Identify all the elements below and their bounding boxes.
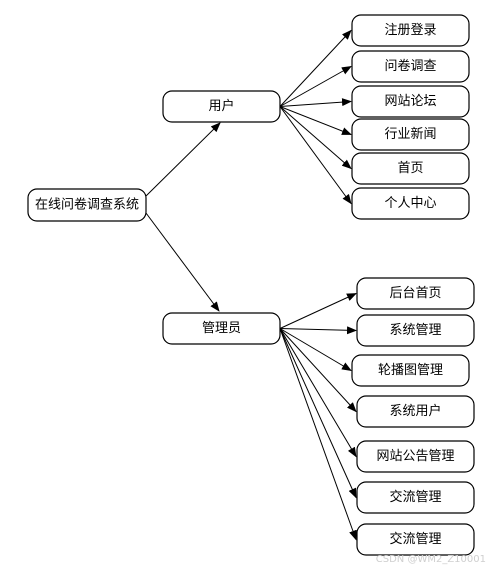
leaf-node-0-2-box bbox=[351, 85, 470, 118]
branch-node-1-box bbox=[162, 312, 281, 345]
edge-branch-1-child-2 bbox=[279, 328, 352, 372]
edges bbox=[145, 29, 357, 541]
leaf-node-1-0-box bbox=[356, 277, 475, 310]
root-node: 在线问卷调查系统 bbox=[27, 188, 147, 222]
leaf-node-0-1-box bbox=[351, 50, 470, 83]
leaf-node-0-3: 行业新闻 bbox=[351, 118, 470, 151]
branch-node-0-label: 用户 bbox=[208, 98, 234, 114]
leaf-node-1-1-box bbox=[356, 314, 475, 347]
branch-node-0: 用户 bbox=[162, 90, 281, 123]
leaf-node-1-2-box bbox=[351, 354, 470, 387]
edge-branch-1-child-3 bbox=[279, 328, 357, 413]
branch-node-0-box bbox=[162, 90, 281, 123]
edge-branch-1-child-4 bbox=[279, 328, 357, 458]
edge-branch-0-child-2 bbox=[279, 98, 352, 107]
leaf-node-1-4: 网站公告管理 bbox=[356, 440, 475, 473]
leaf-node-1-2-label: 轮播图管理 bbox=[378, 363, 443, 378]
leaf-node-1-6: 交流管理 bbox=[356, 523, 475, 556]
leaf-node-1-3-box bbox=[356, 395, 475, 428]
watermark: CSDN @WM2_Z10001 bbox=[375, 554, 486, 565]
leaf-node-1-5: 交流管理 bbox=[356, 481, 475, 514]
leaf-node-0-0: 注册登录 bbox=[351, 14, 470, 47]
edge-branch-0-child-4 bbox=[279, 106, 352, 170]
leaf-node-0-5-box bbox=[351, 187, 470, 220]
leaf-node-1-4-box bbox=[356, 440, 475, 473]
leaf-node-0-0-box bbox=[351, 14, 470, 47]
leaf-node-1-5-label: 交流管理 bbox=[389, 489, 441, 505]
leaf-node-0-2-label: 网站论坛 bbox=[384, 94, 436, 109]
leaf-node-1-3: 系统用户 bbox=[356, 395, 475, 428]
branch-node-1: 管理员 bbox=[162, 312, 281, 345]
edge-branch-0-child-0 bbox=[279, 29, 352, 107]
leaf-node-1-3-label: 系统用户 bbox=[389, 403, 441, 419]
leaf-node-0-0-label: 注册登录 bbox=[384, 23, 436, 38]
leaf-node-1-0-label: 后台首页 bbox=[389, 286, 441, 301]
leaf-node-0-5-label: 个人中心 bbox=[384, 196, 436, 211]
leaf-node-0-1: 问卷调查 bbox=[351, 50, 470, 83]
edge-root-to-branch-0 bbox=[145, 122, 221, 197]
branch-node-1-label: 管理员 bbox=[202, 321, 241, 336]
edge-branch-1-child-0 bbox=[279, 293, 357, 329]
edge-branch-0-child-1 bbox=[279, 66, 352, 107]
leaf-node-1-6-label: 交流管理 bbox=[389, 531, 441, 547]
leaf-node-0-2: 网站论坛 bbox=[351, 85, 470, 118]
leaf-node-1-1-label: 系统管理 bbox=[389, 323, 441, 338]
leaf-node-1-6-box bbox=[356, 523, 475, 556]
leaf-node-0-4: 首页 bbox=[351, 152, 470, 185]
leaf-node-1-5-box bbox=[356, 481, 475, 514]
edge-root-to-branch-1 bbox=[145, 212, 220, 312]
leaf-node-0-3-box bbox=[351, 118, 470, 151]
leaf-node-0-3-label: 行业新闻 bbox=[384, 126, 436, 142]
leaf-node-1-0: 后台首页 bbox=[356, 277, 475, 310]
leaf-node-1-4-label: 网站公告管理 bbox=[376, 449, 454, 464]
root-node-box bbox=[27, 188, 147, 222]
leaf-node-0-5: 个人中心 bbox=[351, 187, 470, 220]
edge-branch-0-child-5 bbox=[279, 106, 352, 205]
leaf-node-1-2: 轮播图管理 bbox=[351, 354, 470, 387]
edge-branch-1-child-6 bbox=[279, 328, 357, 541]
edge-branch-1-child-1 bbox=[279, 326, 357, 335]
root-node-label: 在线问卷调查系统 bbox=[35, 197, 139, 213]
leaf-node-0-4-box bbox=[351, 152, 470, 185]
edge-branch-1-child-5 bbox=[279, 328, 357, 499]
edge-branch-0-child-3 bbox=[279, 106, 352, 135]
leaf-node-1-1: 系统管理 bbox=[356, 314, 475, 347]
leaf-node-0-4-label: 首页 bbox=[397, 161, 423, 176]
leaf-node-0-1-label: 问卷调查 bbox=[384, 58, 436, 74]
